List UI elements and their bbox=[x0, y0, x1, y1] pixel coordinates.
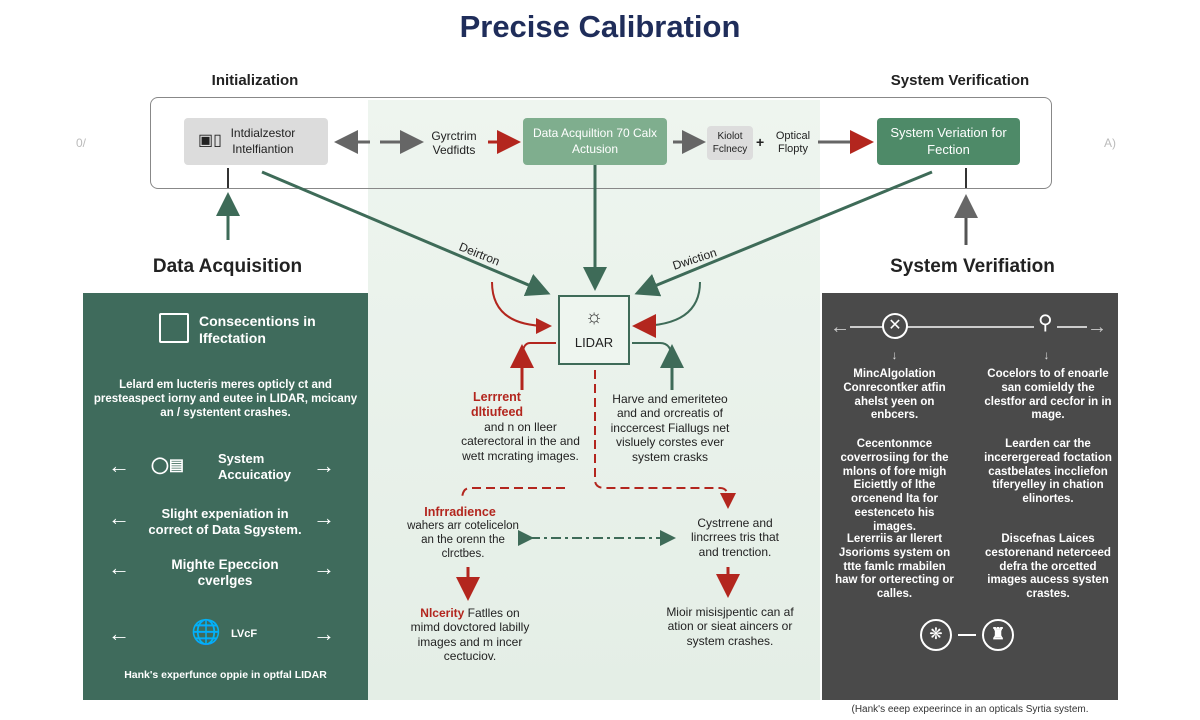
right-body: Harve and emeriteteo and and orcreatis o… bbox=[610, 392, 730, 464]
arrow-right-icon: → bbox=[1087, 315, 1107, 339]
arrow-left-icon: ← bbox=[108, 505, 130, 530]
arrow-right-icon: → bbox=[313, 505, 335, 530]
building-icon: ♜ bbox=[982, 619, 1014, 651]
gear-icon: ❋ bbox=[920, 619, 952, 651]
connector-dash bbox=[958, 634, 976, 636]
arrow-right-icon: → bbox=[313, 621, 335, 646]
globe-icon: 🌐 bbox=[191, 619, 221, 646]
data-acquisition-box[interactable]: Data Acquiltion 70 Calx Actusion bbox=[523, 118, 667, 165]
camera-icon: ▣▯ bbox=[198, 132, 222, 150]
top-flow-container bbox=[150, 97, 1052, 189]
arrow-right-icon: → bbox=[313, 453, 335, 478]
left-row-4: LVcF bbox=[231, 628, 258, 640]
lidar-label: LIDAR bbox=[574, 335, 614, 350]
footer-note: (Hank's eeep expeerince in an opticals S… bbox=[851, 704, 1089, 715]
page-title: Precise Calibration bbox=[459, 9, 741, 44]
left-panel-footer: Hank's experfunce oppie in optfal LIDAR bbox=[124, 669, 327, 681]
optical-label: Optical Flopty bbox=[775, 130, 811, 156]
step-gyrctrim: Gyrctrim Vedfidts bbox=[431, 129, 477, 158]
side-mark-left: 0/ bbox=[76, 136, 87, 150]
system-verification-box[interactable]: System Veriation for Fection bbox=[877, 118, 1020, 165]
divider bbox=[834, 326, 1106, 328]
right-col1-item: Lererriis ar Ilerert Jsorioms system on … bbox=[835, 533, 954, 601]
arrow-left-icon: ← bbox=[108, 555, 130, 580]
close-circle-icon: ✕ bbox=[882, 313, 908, 339]
arrow-left-icon: ← bbox=[108, 621, 130, 646]
left-panel: Consecentions in Iffectation Lelard em l… bbox=[83, 293, 368, 700]
header-initialization: Initialization bbox=[211, 72, 299, 89]
left-panel-heading: Consecentions in Iffectation bbox=[199, 313, 316, 346]
left-row-2: Slight expeniation in correct of Data Sg… bbox=[148, 506, 302, 537]
right-panel: ← → ✕ ⚲ ↓ ↓ MincAlgolation Conrecontker … bbox=[822, 293, 1118, 700]
arrow-left-icon: ← bbox=[830, 315, 850, 339]
right-col1-item: Cecentonmce coverrosiing for the mlons o… bbox=[840, 438, 949, 533]
right-col2-item: Learden car the incerergeread foctation … bbox=[984, 438, 1112, 506]
camera-frame-icon bbox=[159, 313, 189, 343]
red-heading: Lerrrent dltiufeed bbox=[470, 390, 524, 419]
down-arrow-icon: ↓ bbox=[891, 348, 898, 362]
section-label-system-verification: System Verifiation bbox=[890, 256, 1055, 277]
location-pin-icon: ⚲ bbox=[1034, 311, 1057, 335]
header-system-verification: System Verification bbox=[890, 72, 1030, 89]
plus-icon: + bbox=[756, 134, 765, 150]
left-panel-intro: Lelard em lucteris meres opticly ct and … bbox=[93, 379, 358, 419]
section-label-data-acquisition: Data Acquisition bbox=[152, 256, 303, 277]
database-icon: ◯▤ bbox=[151, 457, 185, 474]
left-row-1: System Accuicatioy bbox=[218, 451, 291, 482]
lidar-box[interactable]: ☼ LIDAR bbox=[558, 295, 630, 365]
side-mark-right: A) bbox=[1104, 136, 1116, 150]
small-box[interactable]: Kiolot Fclnecy bbox=[707, 126, 753, 160]
left-row-3: Mighte Epeccion cverlges bbox=[171, 557, 279, 589]
right-col1-item: MincAlgolation Conrecontker atfin ahelst… bbox=[843, 368, 946, 422]
infer-heading: Infrradience bbox=[424, 505, 496, 519]
down-arrow-icon: ↓ bbox=[1043, 348, 1050, 362]
right-col2-item: Discefnas Laices cestorenand neterceed d… bbox=[985, 533, 1111, 601]
infer-body: wahers arr cotelicelon an the orenn the … bbox=[407, 520, 519, 560]
bottom-right-text: Mioir misisjpentic can af ation or sieat… bbox=[666, 605, 794, 648]
arrow-right-icon: → bbox=[313, 555, 335, 580]
lidar-sensor-icon: ☼ bbox=[584, 306, 604, 328]
init-box[interactable]: ▣▯ Intdialzestor Intelfiantion bbox=[184, 118, 328, 165]
red-body: and n on lleer caterectoral in the and w… bbox=[461, 420, 580, 463]
right-col2-item: Cocelors to of enoarle san comieldy the … bbox=[984, 368, 1112, 422]
bottom-left-text: Nlcerity Fatlles on mimd dovctored labil… bbox=[410, 606, 530, 664]
right-mid: Cystrrene and lincrrees tris that and tr… bbox=[690, 516, 780, 559]
arrow-left-icon: ← bbox=[108, 453, 130, 478]
